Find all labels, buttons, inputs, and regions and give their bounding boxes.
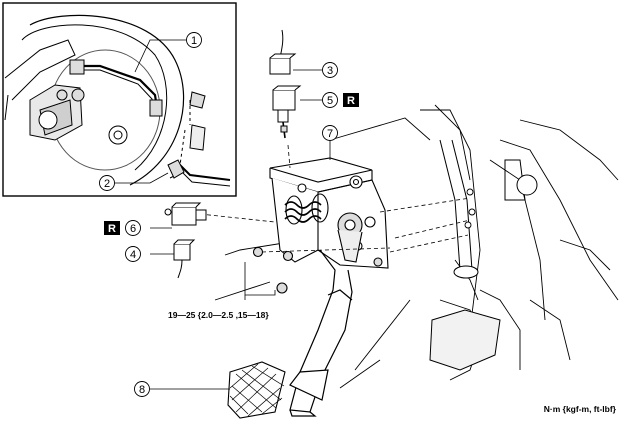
svg-text:4: 4	[130, 249, 136, 261]
svg-text:8: 8	[139, 384, 145, 396]
callout-1: 1	[186, 32, 202, 48]
connector-4	[173, 239, 196, 279]
svg-text:2: 2	[104, 178, 110, 190]
svg-text:5: 5	[327, 95, 333, 107]
callout-5: 5	[322, 92, 338, 108]
pedal-pad	[227, 361, 286, 419]
firewall-lines	[214, 104, 619, 389]
switch-5	[272, 85, 302, 139]
svg-text:6: 6	[130, 223, 136, 235]
steering-column	[429, 139, 538, 371]
connector-3	[269, 29, 297, 75]
pedal-arm	[289, 249, 353, 417]
booster-inset	[2, 2, 237, 197]
stud-alignment-lines	[199, 144, 471, 253]
svg-text:R: R	[347, 95, 355, 107]
switch-6	[164, 202, 207, 226]
callout-6: 6	[125, 220, 141, 236]
firewall-studs	[464, 188, 476, 229]
torque-spec-label: 19—25 {2.0—2.5 ,15—18}	[168, 310, 269, 320]
callout-3: 3	[322, 62, 338, 78]
leader-lines	[115, 39, 331, 390]
callout-8: 8	[134, 381, 150, 397]
unit-note: N·m {kgf-m, ft-lbf}	[543, 404, 616, 414]
svg-text:R: R	[108, 223, 116, 235]
callout-4: 4	[125, 246, 141, 262]
svg-text:3: 3	[327, 65, 333, 77]
callout-2: 2	[99, 175, 115, 191]
callout-7: 7	[322, 125, 338, 141]
svg-text:1: 1	[191, 35, 197, 47]
svg-text:7: 7	[327, 128, 333, 140]
badge-r-5: R	[343, 93, 359, 107]
pedal-bracket	[252, 157, 389, 294]
badge-r-6: R	[104, 221, 120, 235]
